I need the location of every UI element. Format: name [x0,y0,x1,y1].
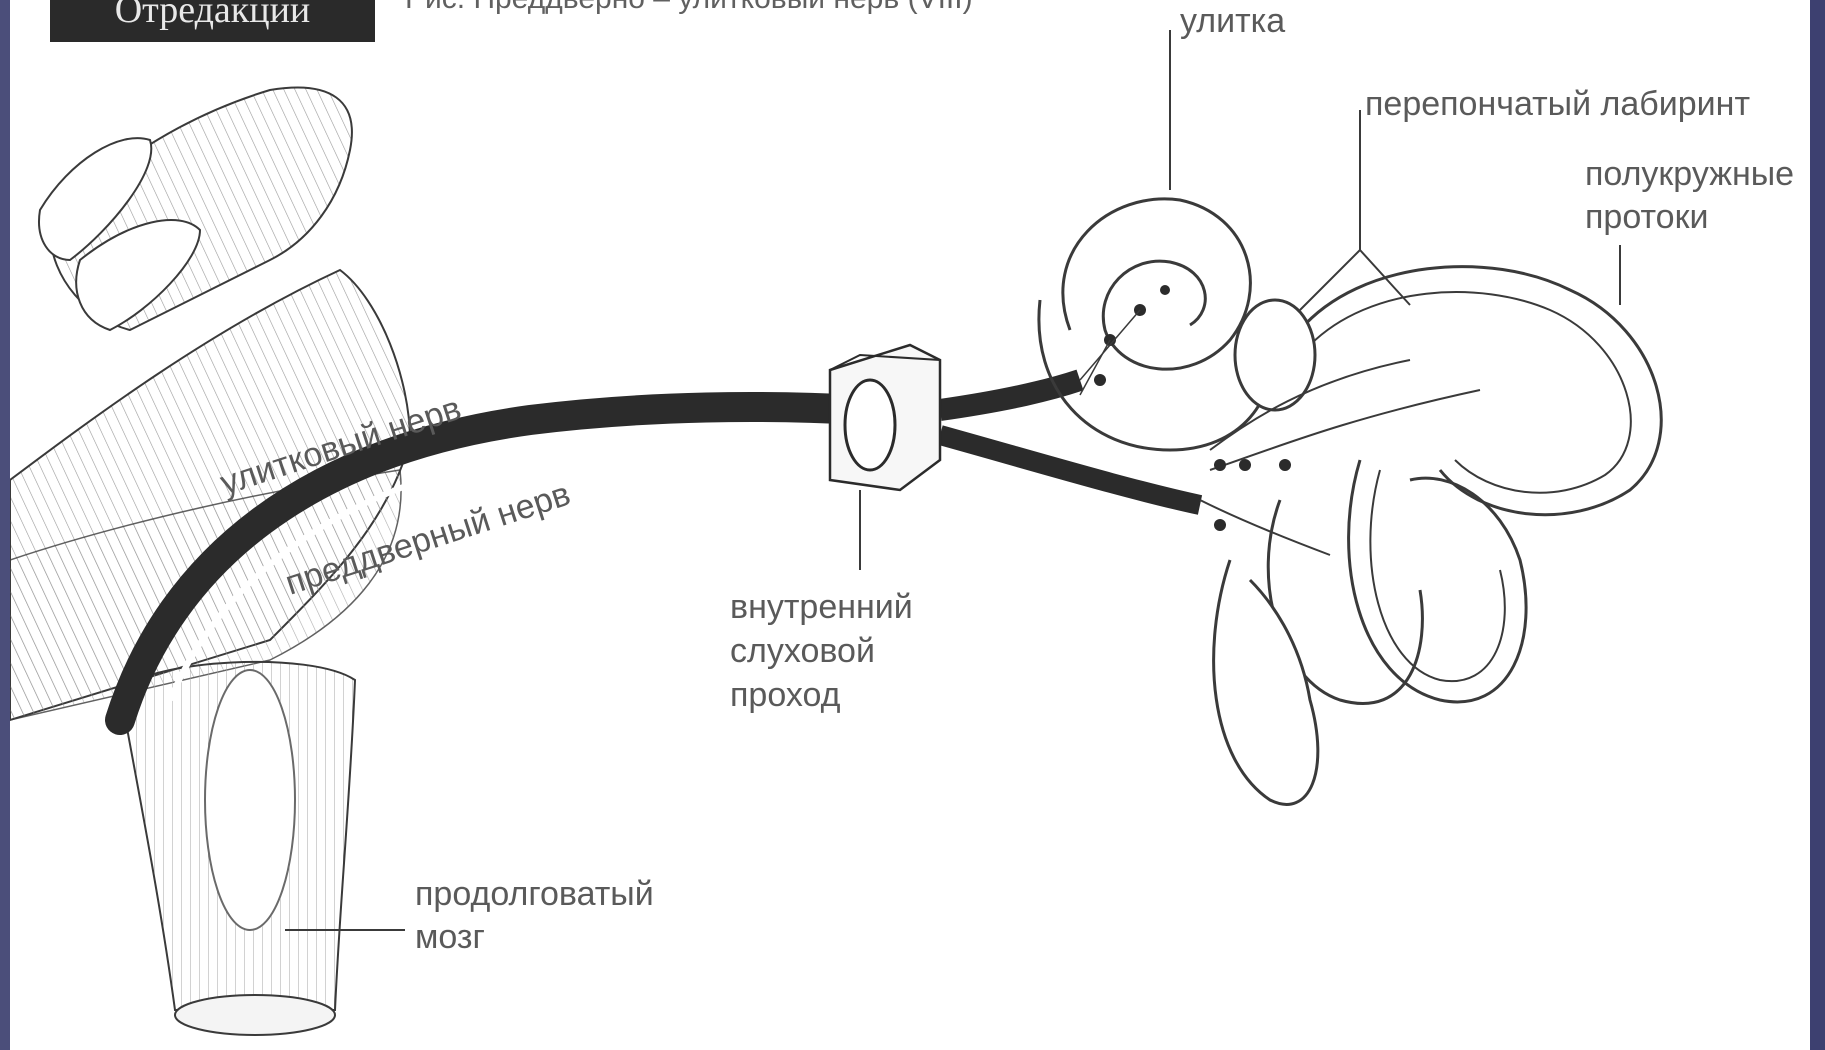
label-internal-canal-2: слуховой [730,632,875,670]
label-cochlea: улитка [1180,2,1285,40]
vestibulocochlear-nerve-diagram: улитка перепончатый лабиринт полукружные… [10,0,1810,1050]
internal-auditory-canal [830,345,940,570]
label-internal-canal-1: внутренний [730,588,913,626]
leader-lines [285,30,1620,930]
labyrinth-drawing [1200,267,1661,805]
label-membranous-labyrinth: перепончатый лабиринт [1365,85,1750,123]
label-medulla-1: продолговатый [415,875,654,913]
diagram-canvas: Отредакции Рис. Преддверно – улитковый н… [10,0,1810,1050]
label-internal-canal-3: проход [730,676,841,714]
cochlea-drawing [1039,199,1272,450]
label-semicircular-ducts-1: полукружные [1585,155,1794,193]
slide-edge-decoration [1810,0,1825,1050]
label-medulla-2: мозг [415,918,485,956]
label-semicircular-ducts-2: протоки [1585,198,1708,236]
